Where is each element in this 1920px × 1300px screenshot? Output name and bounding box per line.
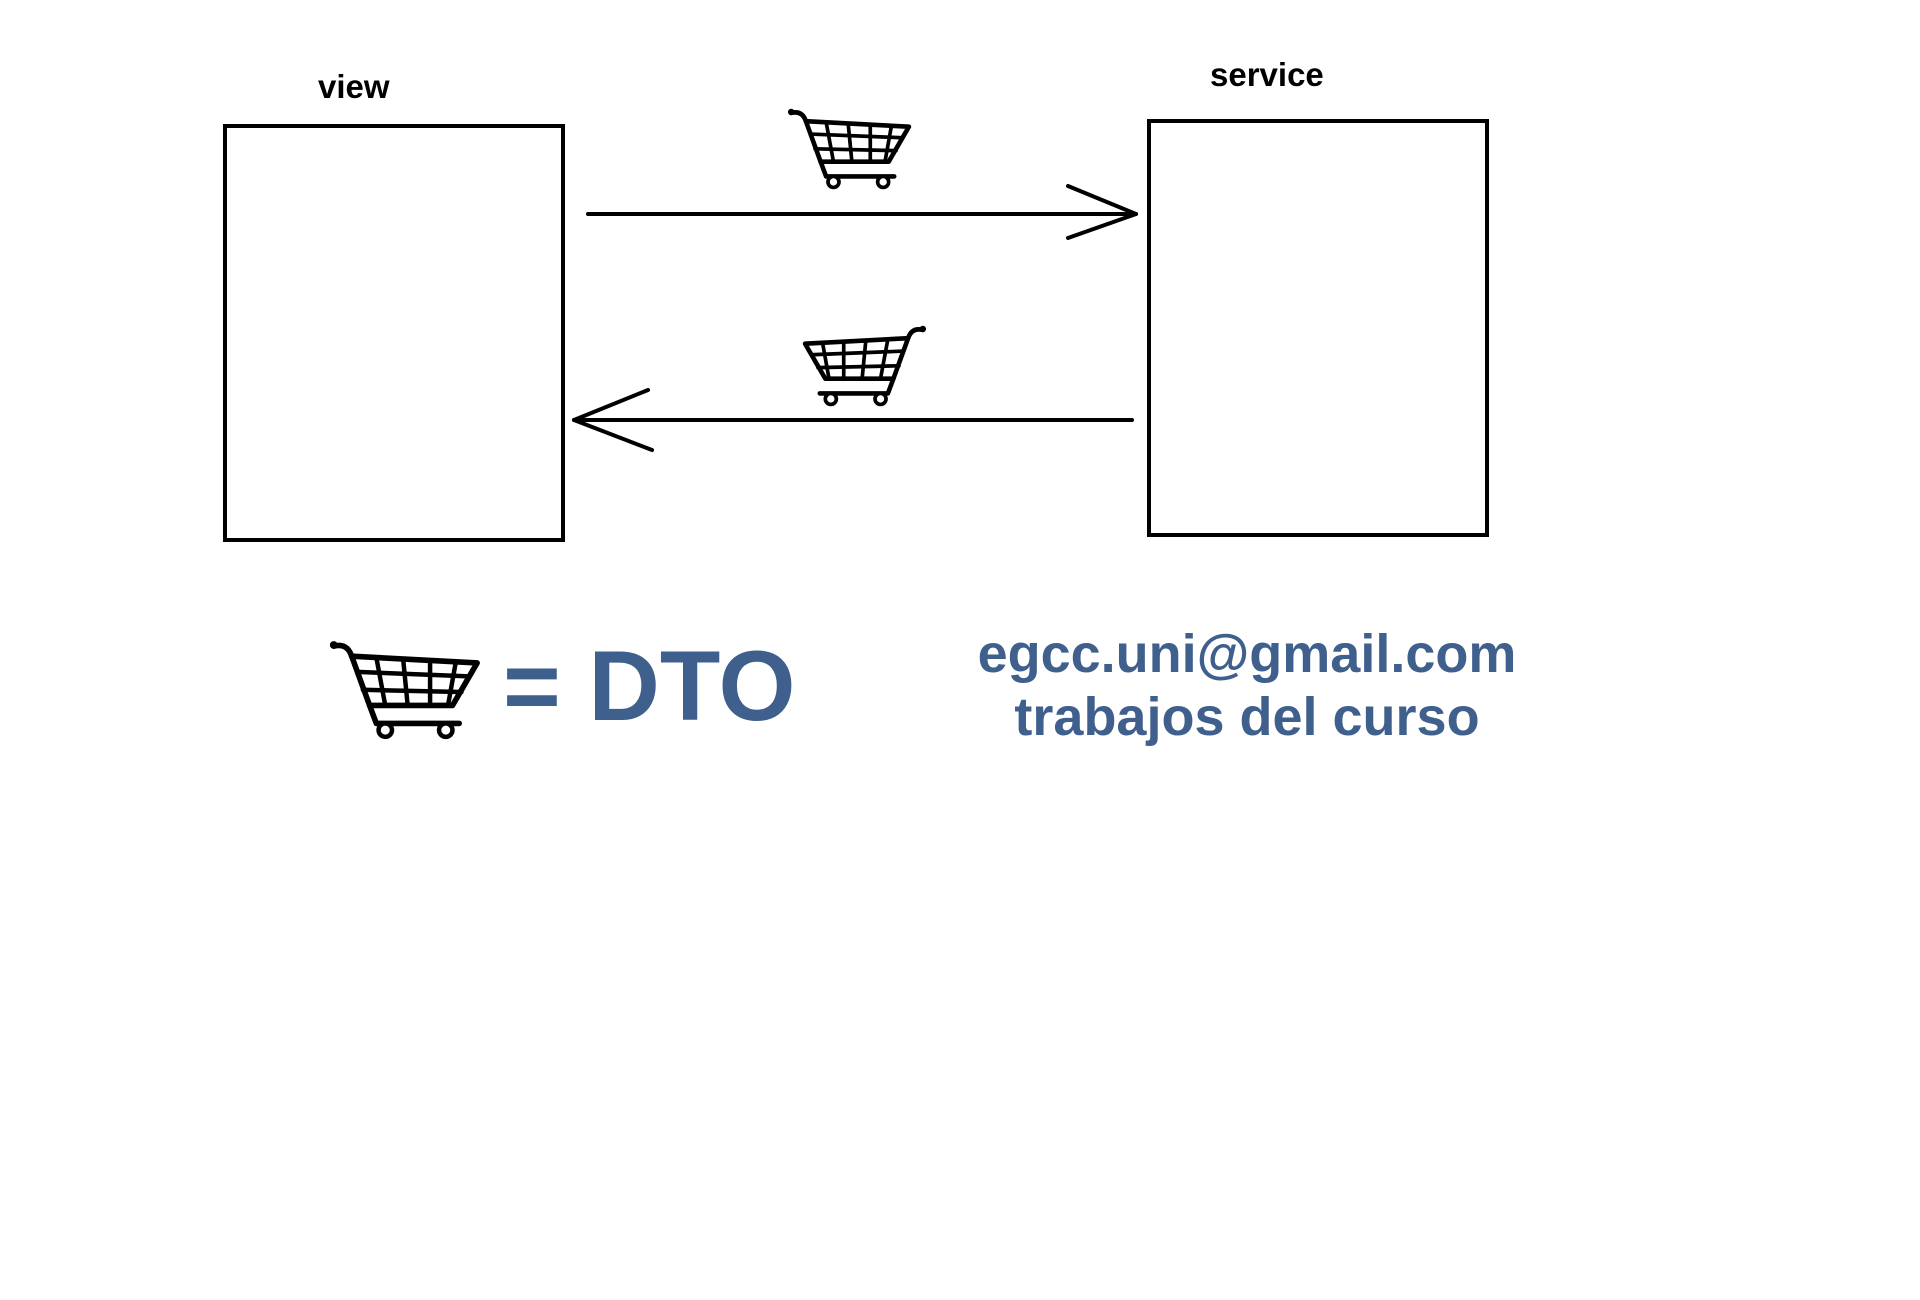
service-label: service — [1210, 56, 1324, 93]
shopping-cart-icon — [805, 326, 926, 405]
view-box — [223, 124, 565, 542]
contact-subtitle: trabajos del curso — [1014, 687, 1479, 747]
shopping-cart-icon — [788, 109, 909, 188]
service-box — [1147, 119, 1489, 537]
response-arrow — [572, 388, 1134, 452]
shopping-cart-icon — [330, 641, 477, 737]
dto-legend-text: = DTO — [503, 630, 796, 741]
contact-email: egcc.uni@gmail.com — [978, 624, 1517, 684]
view-label: view — [318, 68, 390, 105]
request-arrow — [586, 184, 1138, 240]
